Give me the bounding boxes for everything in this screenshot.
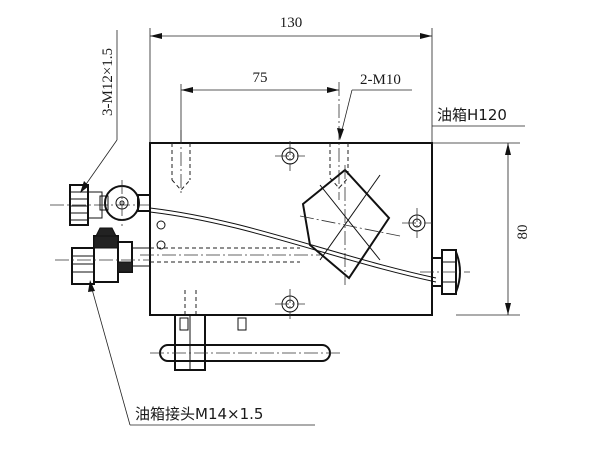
dim-130-label: 130 [280,15,303,31]
dim-130 [149,28,433,143]
valve-block-outline [149,142,433,316]
bolt-hole-right [402,208,432,238]
label-tank-fitting: 油箱接头M14×1.5 [135,405,263,423]
bolt-hole-top [275,141,305,171]
diamond-feature [299,165,401,285]
label-tank-height: 油箱H120 [437,106,507,124]
right-nut-fitting [420,249,470,295]
small-hole-left [156,220,166,250]
leader-2-m10 [337,89,412,140]
dim-75-label: 75 [253,70,268,86]
oil-tank-fitting [55,227,151,285]
connecting-tube [149,207,437,283]
bottom-handle [150,314,340,371]
dim-80-label: 80 [515,225,531,240]
dim-75 [180,84,339,143]
bolt-hole-bottom [275,289,305,319]
dim-80 [432,142,520,316]
internal-passages [140,247,320,315]
leader-tank-fitting [88,280,315,426]
leader-3-m12 [80,30,118,193]
label-3-m12: 3-M12×1.5 [100,48,116,116]
left-gauge-fitting [99,180,151,226]
label-2-m10: 2-M10 [360,72,401,88]
